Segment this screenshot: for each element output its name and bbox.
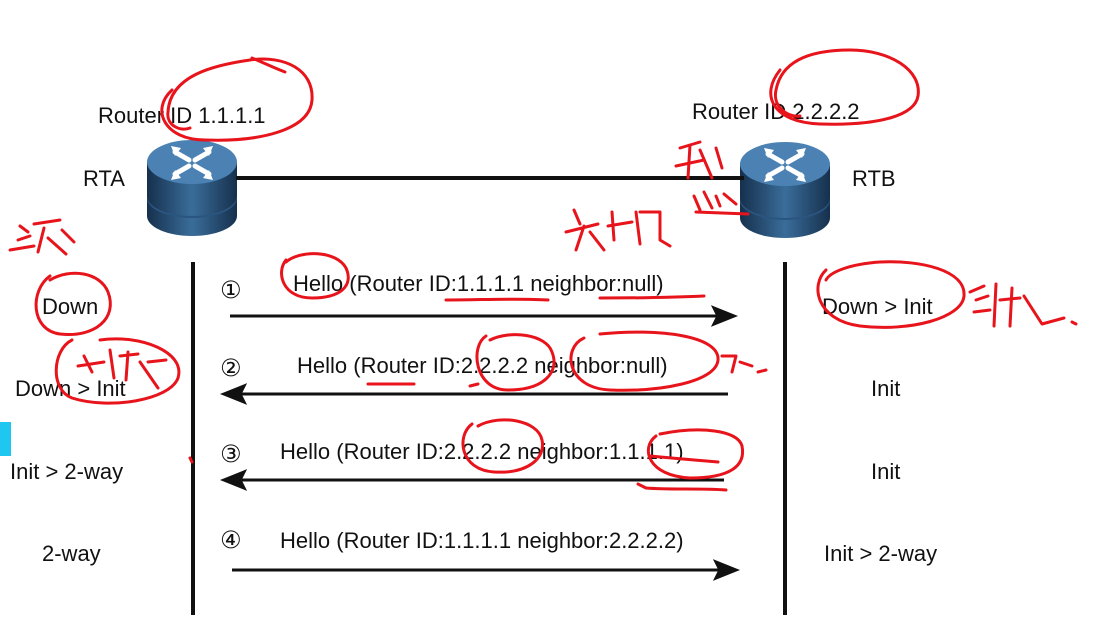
- rta-state-4: 2-way: [42, 541, 101, 566]
- message-4: Hello (Router ID:1.1.1.1 neighbor:2.2.2.…: [280, 528, 684, 553]
- arrow-1: [230, 305, 739, 327]
- step-4: ④: [220, 526, 242, 554]
- rtb-name: RTB: [852, 166, 896, 191]
- step-3: ③: [220, 440, 242, 468]
- rtb-state-3: Init: [871, 459, 901, 484]
- rta-router-id-label: Router ID 1.1.1.1: [98, 103, 266, 128]
- rtb-state-1: Down > Init: [822, 294, 933, 319]
- arrow-2: [219, 383, 728, 405]
- step-2: ②: [220, 354, 242, 382]
- message-1: Hello (Router ID:1.1.1.1 neighbor:null): [293, 271, 664, 296]
- rta-state-2: Down > Init: [15, 376, 126, 401]
- rta-router-icon: [147, 140, 237, 236]
- window-edge-tab: [0, 422, 11, 456]
- rta-state-1: Down: [42, 294, 99, 319]
- rta-state-3: Init > 2-way: [10, 459, 124, 484]
- message-3: Hello (Router ID:2.2.2.2 neighbor:1.1.1.…: [280, 439, 684, 464]
- rtb-state-4: Init > 2-way: [824, 541, 938, 566]
- rtb-router-id-label: Router ID 2.2.2.2: [692, 99, 860, 124]
- step-1: ①: [220, 276, 242, 304]
- arrow-4: [232, 559, 741, 581]
- rtb-state-2: Init: [871, 376, 901, 401]
- rta-name: RTA: [83, 166, 125, 191]
- rtb-router-icon: [740, 142, 830, 238]
- arrow-3: [219, 469, 724, 491]
